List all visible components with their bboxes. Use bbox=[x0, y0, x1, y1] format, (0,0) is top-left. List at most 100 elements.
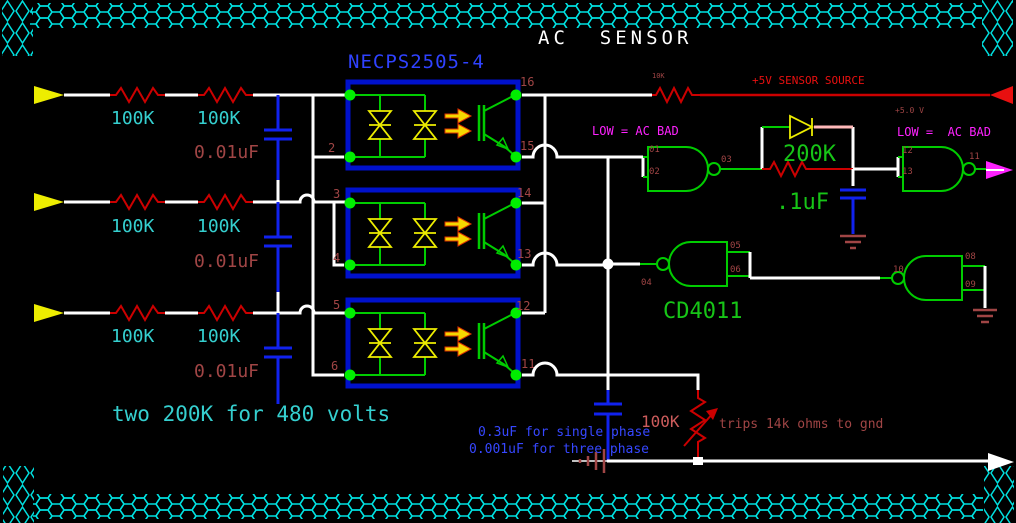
cap-three-phase-note: 0.001uF for three phase bbox=[469, 442, 649, 457]
phase3-res1-label: 100K bbox=[111, 326, 155, 347]
gate-b-pin-in2: 13 bbox=[902, 167, 913, 177]
pin-label-15: 15 bbox=[520, 139, 534, 153]
phase2-cap-label: 0.01uF bbox=[194, 251, 259, 272]
border-corner-bottom-right bbox=[984, 466, 1014, 523]
phase2-resistor1 bbox=[110, 192, 165, 212]
phase2-capacitor bbox=[264, 202, 292, 292]
pin-label-12: 12 bbox=[516, 299, 530, 313]
feedback-resistor bbox=[762, 159, 853, 179]
gate-b-pin-in1: 12 bbox=[902, 146, 913, 156]
gate-d-pin-in1: 08 bbox=[965, 252, 976, 262]
phase1-res1-label: 100K bbox=[111, 108, 155, 129]
pin15-wire-hop bbox=[522, 143, 643, 159]
gate-c-bubble bbox=[656, 257, 670, 271]
rail-source-arrow-icon bbox=[990, 86, 1013, 104]
feedback-capacitor bbox=[840, 188, 866, 234]
nand-gate-c: 04 05 06 CD4011 bbox=[640, 241, 880, 324]
gate-b-pin-out: 11 bbox=[969, 152, 980, 162]
trip-potentiometer bbox=[689, 390, 707, 461]
gate-d-body bbox=[903, 255, 963, 301]
phase3-capacitor bbox=[264, 313, 292, 404]
nand-ic-label: CD4011 bbox=[663, 299, 742, 324]
gate-b-status-note: LOW = AC BAD bbox=[897, 125, 991, 139]
gate-a-pin-in1: 01 bbox=[649, 145, 660, 155]
timing-capacitor bbox=[594, 390, 622, 461]
phase-input-rows: 100K 100K 0.01uF 100K 100K 0.01uF 100K 1… bbox=[34, 85, 348, 404]
pin-label-4: 4 bbox=[333, 251, 340, 265]
gate-d-pin-in2: 09 bbox=[965, 280, 976, 290]
gate-c-pin-out: 04 bbox=[641, 278, 652, 288]
pin-label-5: 5 bbox=[333, 298, 340, 312]
opto-pin-labels: 2 3 4 5 6 16 15 14 13 12 11 bbox=[328, 75, 535, 373]
power-rail: +5V SENSOR SOURCE 10K bbox=[522, 72, 1013, 105]
gate-c-body bbox=[668, 241, 728, 287]
cap-single-phase-note: 0.3uF for single phase bbox=[478, 425, 650, 440]
phase3-resistor1 bbox=[110, 303, 165, 323]
phase3-res2-label: 100K bbox=[197, 326, 241, 347]
border-top-band bbox=[30, 3, 982, 28]
gate-a-pin-in2: 02 bbox=[649, 167, 660, 177]
optocoupler-2 bbox=[345, 190, 522, 276]
pin4-branch-wire bbox=[332, 202, 344, 267]
bottom-ground-icon bbox=[578, 449, 606, 473]
rail-resistor bbox=[652, 85, 700, 105]
gate-a-bubble bbox=[707, 162, 721, 176]
border-bottom-band bbox=[33, 494, 983, 519]
schematic-title: AC SENSOR bbox=[538, 27, 692, 49]
phase1-to-pin6-bus bbox=[311, 95, 344, 377]
border-corner-top-left bbox=[2, 0, 33, 56]
phase1-res2-label: 100K bbox=[197, 108, 241, 129]
nand-gate-a: 01 02 03 LOW = AC BAD bbox=[592, 124, 762, 192]
optocoupler-part-label: NECPS2505-4 bbox=[348, 51, 485, 73]
feedback-ground-icon bbox=[840, 234, 866, 250]
feedback-capacitor-label: .1uF bbox=[776, 190, 829, 215]
border-corner-top-right bbox=[982, 0, 1013, 56]
feedback-network: 200K .1uF bbox=[760, 114, 898, 250]
feedback-resistor-label: 200K bbox=[783, 142, 837, 167]
gate-c-pin-in2: 06 bbox=[730, 265, 741, 275]
gate-d-ground-icon bbox=[973, 308, 997, 324]
pin-label-6: 6 bbox=[331, 359, 338, 373]
gate-a-pin-out: 03 bbox=[721, 155, 732, 165]
gate-b-supply-note: +5.0 V bbox=[895, 106, 924, 115]
pin-label-16: 16 bbox=[520, 75, 534, 89]
pin13-wire-hop bbox=[522, 251, 604, 267]
gate-c-pin-in1: 05 bbox=[730, 241, 741, 251]
potentiometer-wiper-arrow-icon bbox=[706, 408, 718, 420]
phase3-cap-label: 0.01uF bbox=[194, 361, 259, 382]
rail-label: +5V SENSOR SOURCE bbox=[752, 74, 865, 87]
bottom-output-arrow-icon bbox=[988, 453, 1014, 471]
nand-gate-b: 12 13 11 +5.0 V LOW = AC BAD bbox=[895, 106, 1013, 192]
pot-rail-junction bbox=[693, 457, 703, 465]
gate-d-pin-out: 10 bbox=[893, 265, 904, 275]
feedback-output-wires bbox=[851, 167, 898, 186]
voltage-note: two 200K for 480 volts bbox=[112, 402, 390, 426]
pin11-wire-hop bbox=[522, 361, 700, 390]
phase1-resistor2 bbox=[198, 85, 253, 105]
pin-label-3: 3 bbox=[333, 187, 340, 201]
pin-label-2: 2 bbox=[328, 141, 335, 155]
pot-value-label: 100K bbox=[641, 412, 680, 431]
phase3-input-arrow-icon bbox=[34, 304, 64, 322]
pin14-pin12-wires bbox=[522, 201, 545, 315]
rail-resistor-label: 10K bbox=[652, 72, 665, 80]
gate-b-bubble bbox=[962, 162, 976, 176]
potentiometer-wiper bbox=[683, 411, 715, 447]
phase2-resistor2 bbox=[198, 192, 253, 212]
phase1-cap-label: 0.01uF bbox=[194, 142, 259, 163]
bus-wires bbox=[522, 95, 700, 390]
pin-label-13: 13 bbox=[517, 247, 531, 261]
optocoupler-1 bbox=[345, 82, 522, 168]
pin-label-14: 14 bbox=[517, 186, 531, 200]
phase2-input-arrow-icon bbox=[34, 193, 64, 211]
gate-a-status-note: LOW = AC BAD bbox=[592, 124, 679, 138]
optocoupler-3 bbox=[345, 300, 522, 386]
phase1-input-arrow-icon bbox=[34, 86, 64, 104]
border-corner-bottom-left bbox=[3, 466, 34, 523]
nand-gate-d: 10 08 09 bbox=[880, 252, 997, 324]
phase2-res1-label: 100K bbox=[111, 216, 155, 237]
feedback-node-wires bbox=[760, 127, 855, 169]
